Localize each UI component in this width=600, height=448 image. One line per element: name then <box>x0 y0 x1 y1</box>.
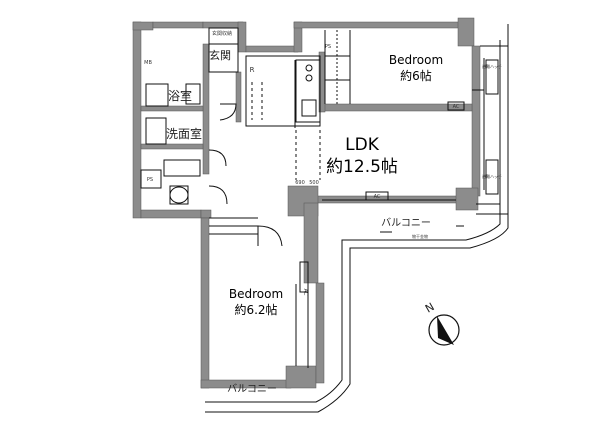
bedroom-top-name: Bedroom <box>389 53 443 67</box>
bedroom-top-size: 約6帖 <box>400 68 432 83</box>
room-labels: Bedroom 約6帖 LDK 約12.5帖 Bedroom 約6.2帖 玄関 … <box>144 30 502 395</box>
thin-lines <box>140 24 509 413</box>
bath-label: 浴室 <box>168 88 192 103</box>
washroom-label: 洗面室 <box>166 126 202 141</box>
ac-bedroom-label: AC <box>302 289 308 296</box>
entrance-storage-label: 玄関収納 <box>212 30 232 37</box>
bedroom-bottom-size: 約6.2帖 <box>234 302 277 317</box>
compass-needle-icon <box>437 316 454 345</box>
entrance-label: 玄関 <box>209 48 231 62</box>
bedroom-bottom-name: Bedroom <box>229 287 283 301</box>
ac-ldk-label: AC <box>374 194 381 200</box>
meter-box-label: MB <box>144 60 152 66</box>
hatch-note-bottom: 避難ハッチ <box>482 173 502 179</box>
ldk-name: LDK <box>345 135 380 155</box>
walls <box>132 17 481 389</box>
pipe-space-top-label: PS <box>325 44 331 50</box>
refrigerator-label: R <box>250 66 255 74</box>
hatch-note-top: 避難ハッチ <box>482 63 502 69</box>
compass: N <box>423 300 460 346</box>
compass-label: N <box>423 300 437 315</box>
dim-left-label: 690 <box>295 180 305 186</box>
ac-top-label: AC <box>453 104 460 110</box>
balcony-right-label: バルコニー <box>381 217 431 229</box>
pipe-space-left-label: PS <box>147 177 153 183</box>
ldk-size: 約12.5帖 <box>326 157 398 177</box>
rail-note: 物干金物 <box>412 233 428 239</box>
balcony-bottom-label: バルコニー <box>227 383 277 395</box>
dim-right-label: 500 <box>309 180 319 186</box>
